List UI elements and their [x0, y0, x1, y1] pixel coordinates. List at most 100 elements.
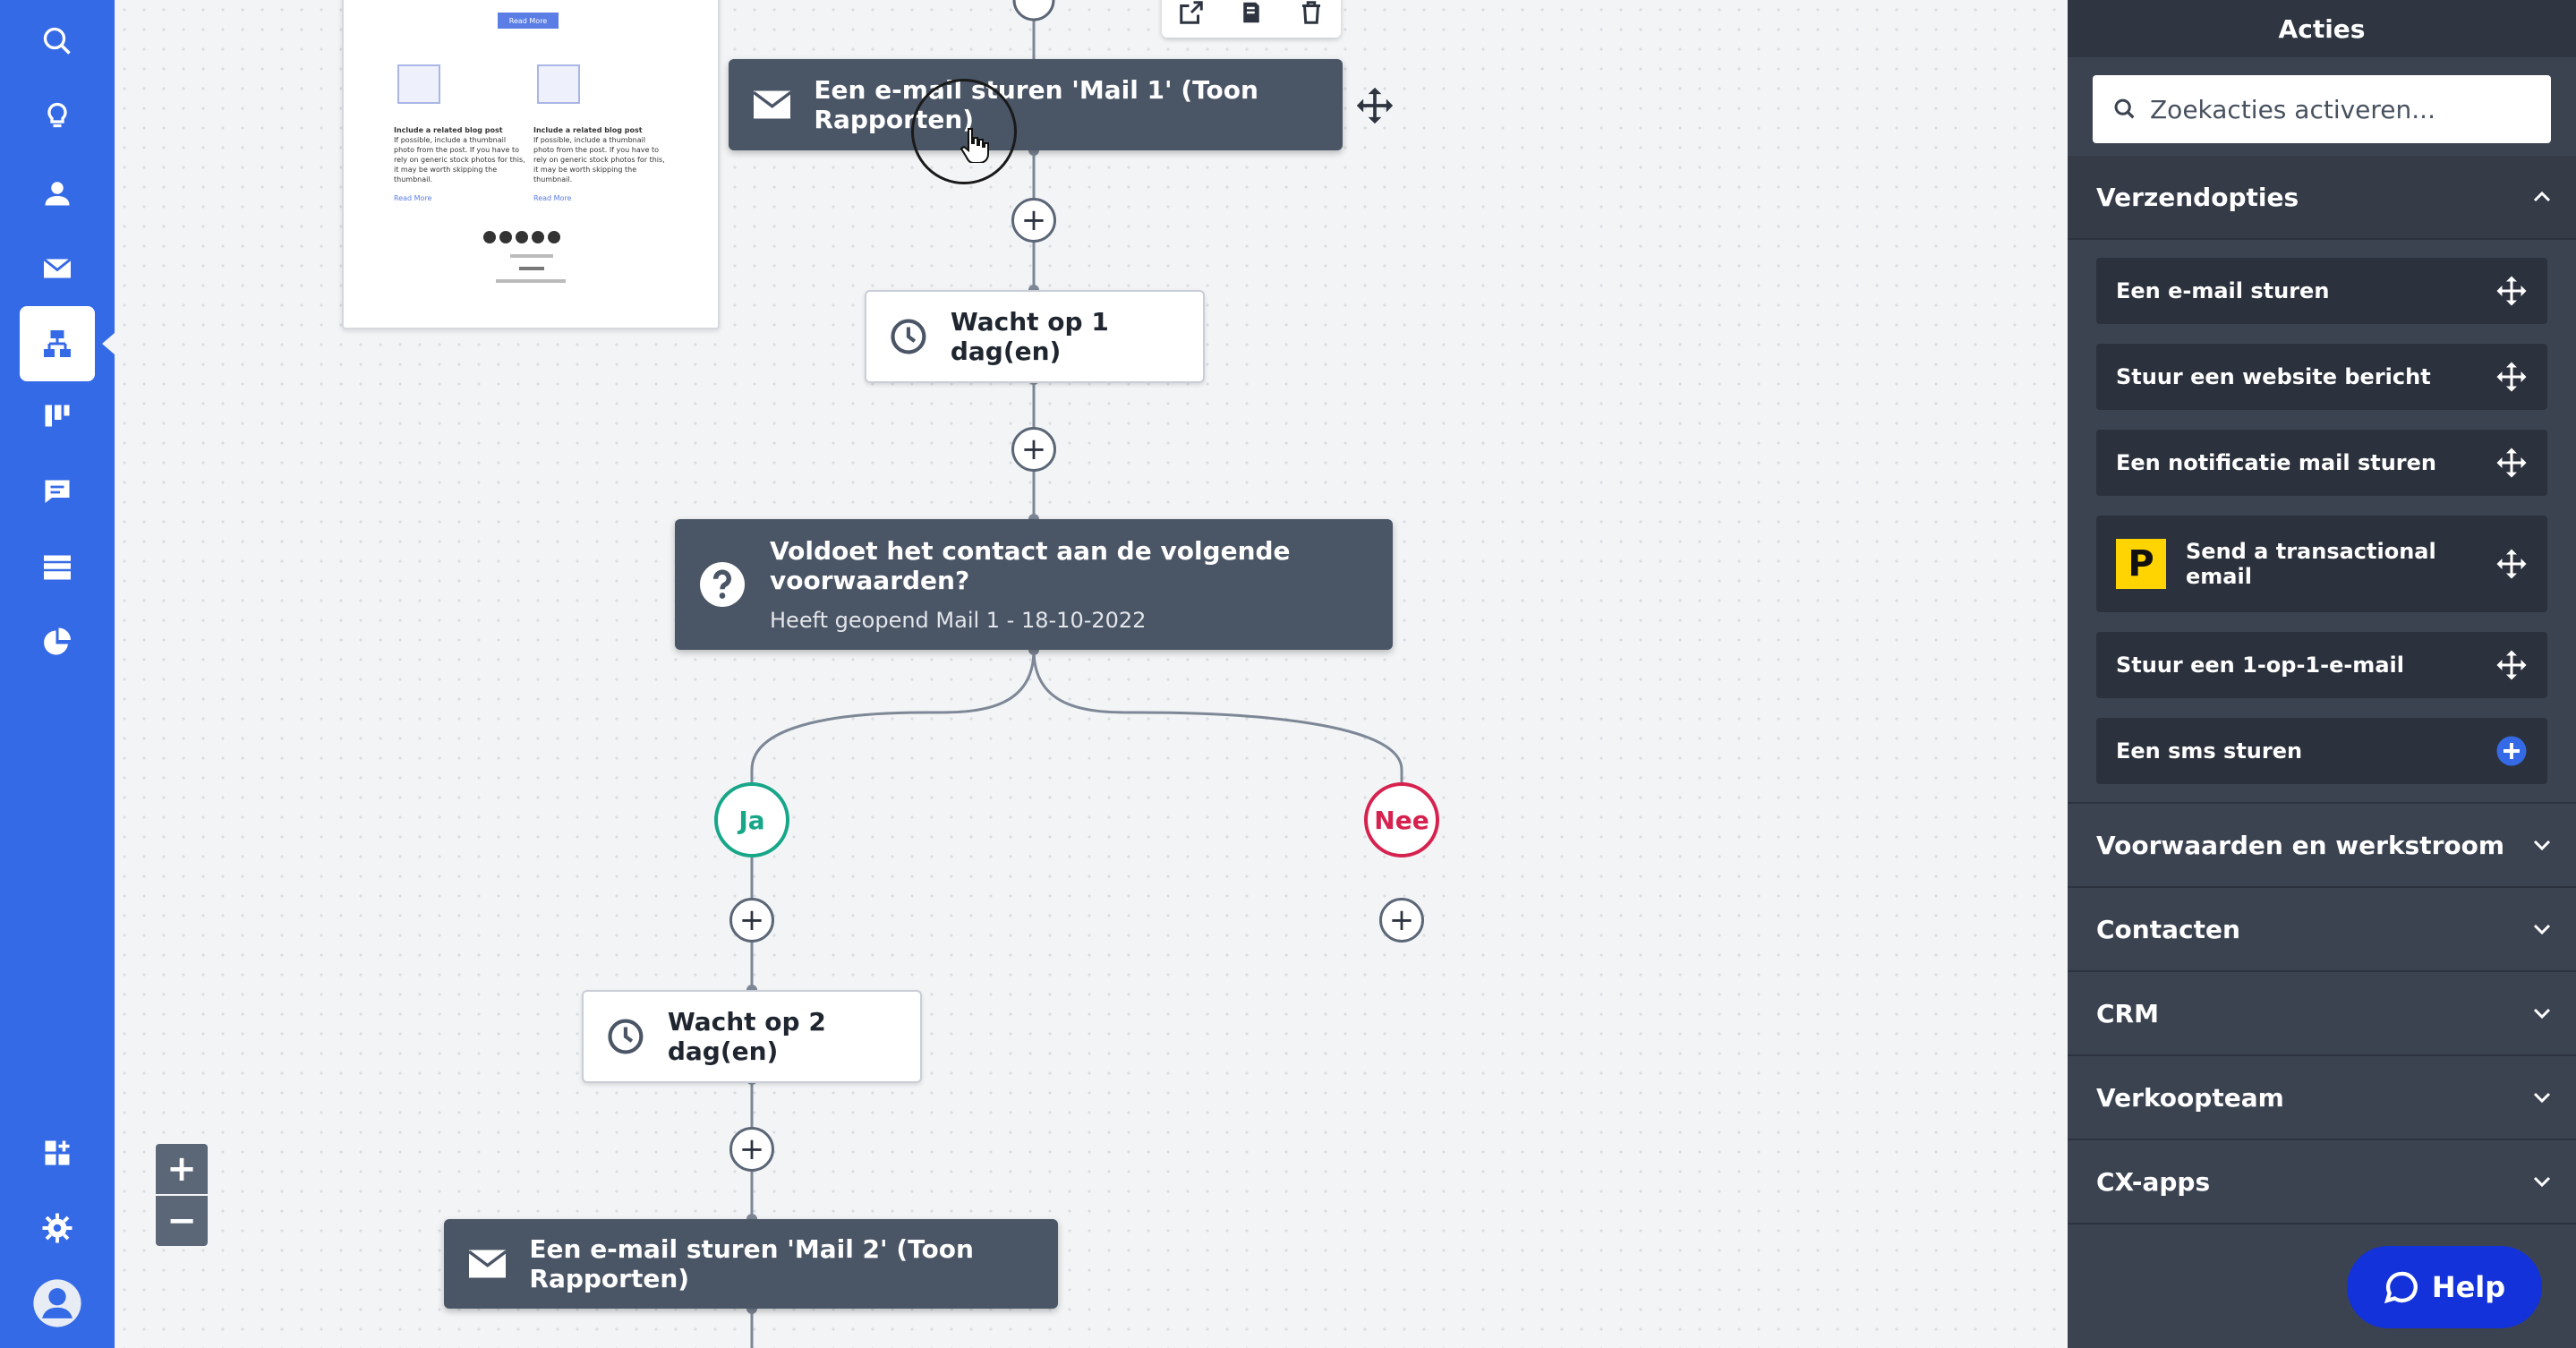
- action-transactional-email[interactable]: P Send a transactional email: [2096, 516, 2547, 612]
- user-avatar-icon[interactable]: [20, 1266, 95, 1341]
- add-icon[interactable]: [2495, 735, 2528, 767]
- search-placeholder: Zoekacties activeren...: [2150, 94, 2435, 124]
- section-sales-team[interactable]: Verkoopteam: [2068, 1056, 2576, 1140]
- action-notification-email[interactable]: Een notificatie mail sturen: [2096, 430, 2547, 496]
- chevron-down-icon: [2533, 1008, 2551, 1020]
- move-icon[interactable]: [2495, 361, 2528, 393]
- send-email-node-mail-2[interactable]: Een e-mail sturen 'Mail 2' (Toon Rapport…: [444, 1219, 1058, 1309]
- hand-cursor-icon: [960, 128, 989, 163]
- automations-icon[interactable]: [20, 306, 95, 381]
- add-step-button[interactable]: +: [729, 1127, 774, 1172]
- wait-node-1-day[interactable]: Wacht op 1 dag(en): [865, 290, 1205, 383]
- action-label: Een e-mail sturen: [2116, 278, 2330, 303]
- move-icon[interactable]: [2495, 649, 2528, 681]
- section-crm[interactable]: CRM: [2068, 972, 2576, 1056]
- move-node-icon[interactable]: [1355, 86, 1395, 125]
- actions-panel: Acties Zoekacties activeren... Verzendop…: [2068, 0, 2576, 1348]
- section-conditions-workflow[interactable]: Voorwaarden en werkstroom: [2068, 804, 2576, 888]
- preview-image-icon: [397, 64, 440, 104]
- trash-icon[interactable]: [1298, 0, 1325, 26]
- chevron-down-icon: [2533, 1176, 2551, 1188]
- preview-read-more-button: Read More: [498, 13, 559, 29]
- preview-footer-line: [496, 279, 566, 283]
- node-label: Wacht op 1 dag(en): [950, 307, 1109, 366]
- add-step-button[interactable]: +: [729, 898, 774, 943]
- reports-pie-icon[interactable]: [20, 605, 95, 680]
- section-divider: [2068, 802, 2576, 804]
- action-send-email[interactable]: Een e-mail sturen: [2096, 258, 2547, 324]
- question-icon: [700, 562, 745, 607]
- chevron-down-icon: [2533, 1092, 2551, 1104]
- actions-search-input[interactable]: Zoekacties activeren...: [2093, 75, 2551, 143]
- action-one-to-one-email[interactable]: Stuur een 1-op-1-e-mail: [2096, 632, 2547, 698]
- move-icon[interactable]: [2495, 447, 2528, 479]
- zoom-in-button[interactable]: +: [156, 1144, 208, 1196]
- branch-yes[interactable]: Ja: [714, 782, 789, 857]
- email-icon[interactable]: [20, 231, 95, 306]
- deals-board-icon[interactable]: [20, 380, 95, 455]
- send-email-node-mail-1[interactable]: Een e-mail sturen 'Mail 1' (Toon Rapport…: [729, 59, 1343, 150]
- section-contacts[interactable]: Contacten: [2068, 888, 2576, 972]
- chevron-down-icon: [2533, 840, 2551, 851]
- section-label: Verkoopteam: [2096, 1082, 2284, 1113]
- cursor-highlight: [911, 79, 1017, 184]
- chat-bubble-icon: [2384, 1271, 2418, 1304]
- lightbulb-icon[interactable]: [20, 79, 95, 154]
- preview-post-title: Include a related blog post: [533, 126, 643, 134]
- preview-post-title: Include a related blog post: [394, 126, 503, 134]
- action-label: Een notificatie mail sturen: [2116, 450, 2436, 475]
- help-label: Help: [2431, 1270, 2506, 1304]
- section-label: Voorwaarden en werkstroom: [2096, 830, 2505, 860]
- action-label: Een sms sturen: [2116, 738, 2303, 764]
- active-indicator: [102, 333, 115, 354]
- preview-image-icon: [537, 64, 580, 104]
- conversations-icon[interactable]: [20, 455, 95, 530]
- action-label: Stuur een 1-op-1-e-mail: [2116, 653, 2404, 678]
- preview-footer-line: [519, 267, 544, 270]
- wait-node-2-days[interactable]: Wacht op 2 dag(en): [582, 990, 922, 1083]
- condition-node[interactable]: Voldoet het contact aan de volgende voor…: [675, 519, 1393, 650]
- automation-canvas[interactable]: Read More Include a related blog post If…: [115, 0, 2068, 1348]
- copy-icon[interactable]: [1238, 0, 1265, 26]
- move-icon[interactable]: [2495, 548, 2528, 580]
- panel-title: Acties: [2068, 0, 2576, 57]
- website-icon[interactable]: [20, 530, 95, 605]
- add-step-button[interactable]: +: [1379, 898, 1424, 943]
- zoom-out-button[interactable]: −: [156, 1196, 208, 1246]
- add-step-button[interactable]: +: [1011, 427, 1056, 472]
- envelope-icon: [469, 1250, 507, 1278]
- section-verzendopties[interactable]: Verzendopties: [2068, 156, 2576, 240]
- email-preview-thumbnail[interactable]: Read More Include a related blog post If…: [342, 0, 720, 329]
- settings-gear-icon[interactable]: [20, 1190, 95, 1266]
- action-website-message[interactable]: Stuur een website bericht: [2096, 344, 2547, 410]
- action-send-sms[interactable]: Een sms sturen: [2096, 718, 2547, 784]
- search-icon[interactable]: [20, 4, 95, 79]
- node-toolbar: [1162, 0, 1341, 38]
- section-label: CX-apps: [2096, 1166, 2211, 1197]
- preview-post-2: Include a related blog post If possible,…: [533, 125, 668, 203]
- node-label: Wacht op 2 dag(en): [667, 1007, 826, 1066]
- chevron-up-icon: [2533, 191, 2551, 202]
- apps-add-icon[interactable]: [20, 1115, 95, 1190]
- preview-post-link: Read More: [394, 194, 432, 202]
- help-button[interactable]: Help: [2347, 1246, 2542, 1328]
- zoom-controls: + −: [156, 1144, 208, 1248]
- section-label: Contacten: [2096, 914, 2240, 944]
- open-external-icon[interactable]: [1178, 0, 1205, 26]
- section-label: Verzendopties: [2096, 182, 2299, 212]
- action-label: Send a transactional email: [2186, 539, 2436, 589]
- preview-post-body: If possible, include a thumbnail photo f…: [533, 136, 665, 183]
- add-step-button[interactable]: +: [1011, 198, 1056, 243]
- branch-no[interactable]: Nee: [1364, 782, 1439, 857]
- preview-post-1: Include a related blog post If possible,…: [394, 125, 528, 203]
- move-icon[interactable]: [2495, 275, 2528, 307]
- clock-icon: [608, 1019, 644, 1054]
- node-label: Een e-mail sturen 'Mail 1' (Toon Rapport…: [814, 75, 1258, 134]
- condition-subtitle: Heeft geopend Mail 1 - 18-10-2022: [770, 608, 1147, 633]
- contacts-icon[interactable]: [20, 156, 95, 231]
- section-label: CRM: [2096, 998, 2159, 1028]
- chevron-down-icon: [2533, 924, 2551, 935]
- clock-icon: [891, 319, 926, 354]
- left-navigation: [0, 0, 115, 1348]
- section-cx-apps[interactable]: CX-apps: [2068, 1140, 2576, 1224]
